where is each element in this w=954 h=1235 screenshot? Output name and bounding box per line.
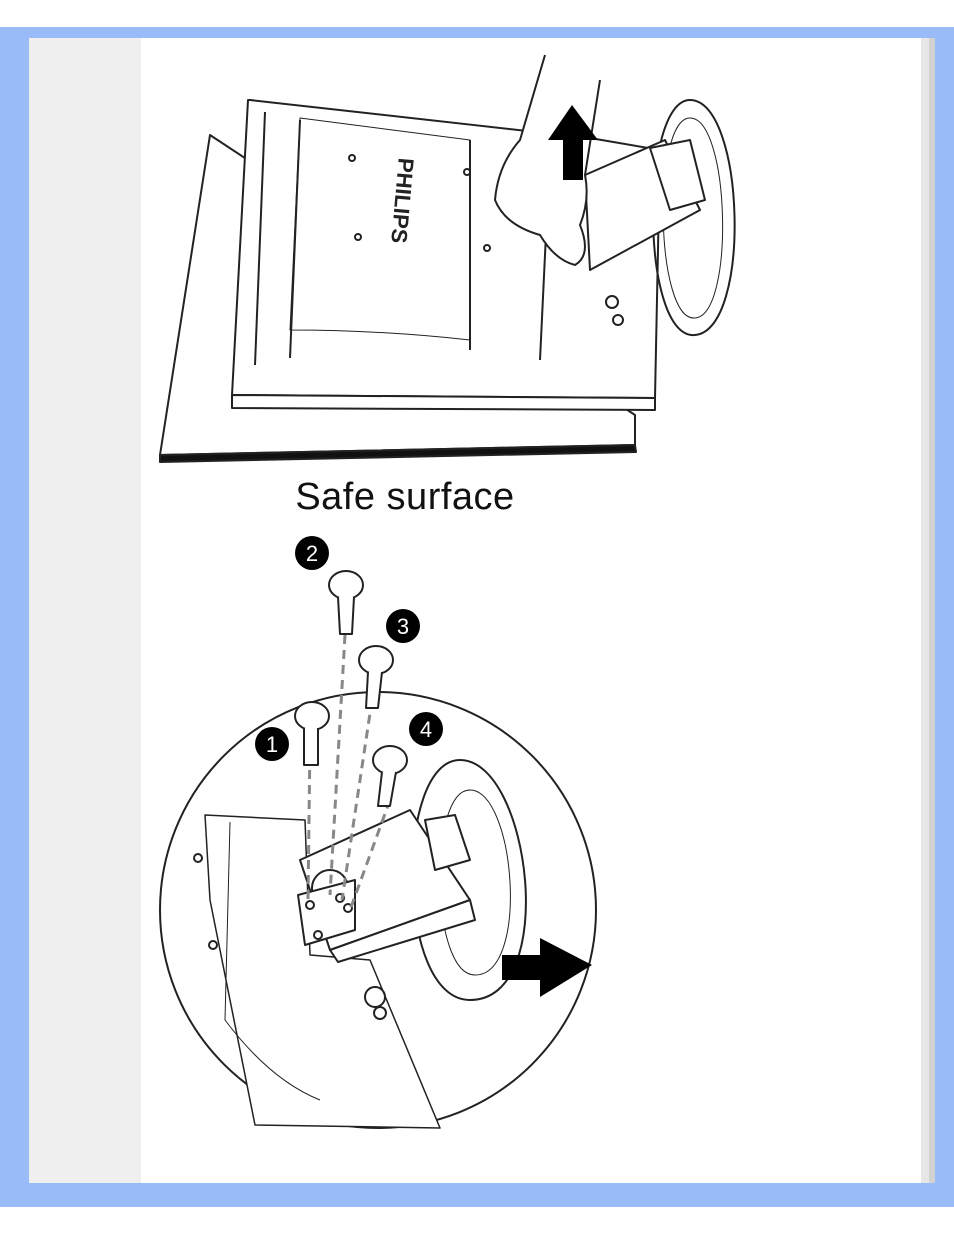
svg-text:3: 3 <box>397 614 409 639</box>
right-border-shadow <box>929 38 935 1183</box>
right-border <box>921 38 929 1183</box>
screw-2 <box>329 571 363 634</box>
monitor-stand-removal-illustration: PHILIPS <box>141 38 921 1183</box>
safe-surface-caption: Safe surface <box>140 476 670 519</box>
svg-text:2: 2 <box>306 541 318 566</box>
svg-text:1: 1 <box>266 732 278 757</box>
left-gutter <box>29 38 141 1183</box>
svg-text:4: 4 <box>420 717 432 742</box>
